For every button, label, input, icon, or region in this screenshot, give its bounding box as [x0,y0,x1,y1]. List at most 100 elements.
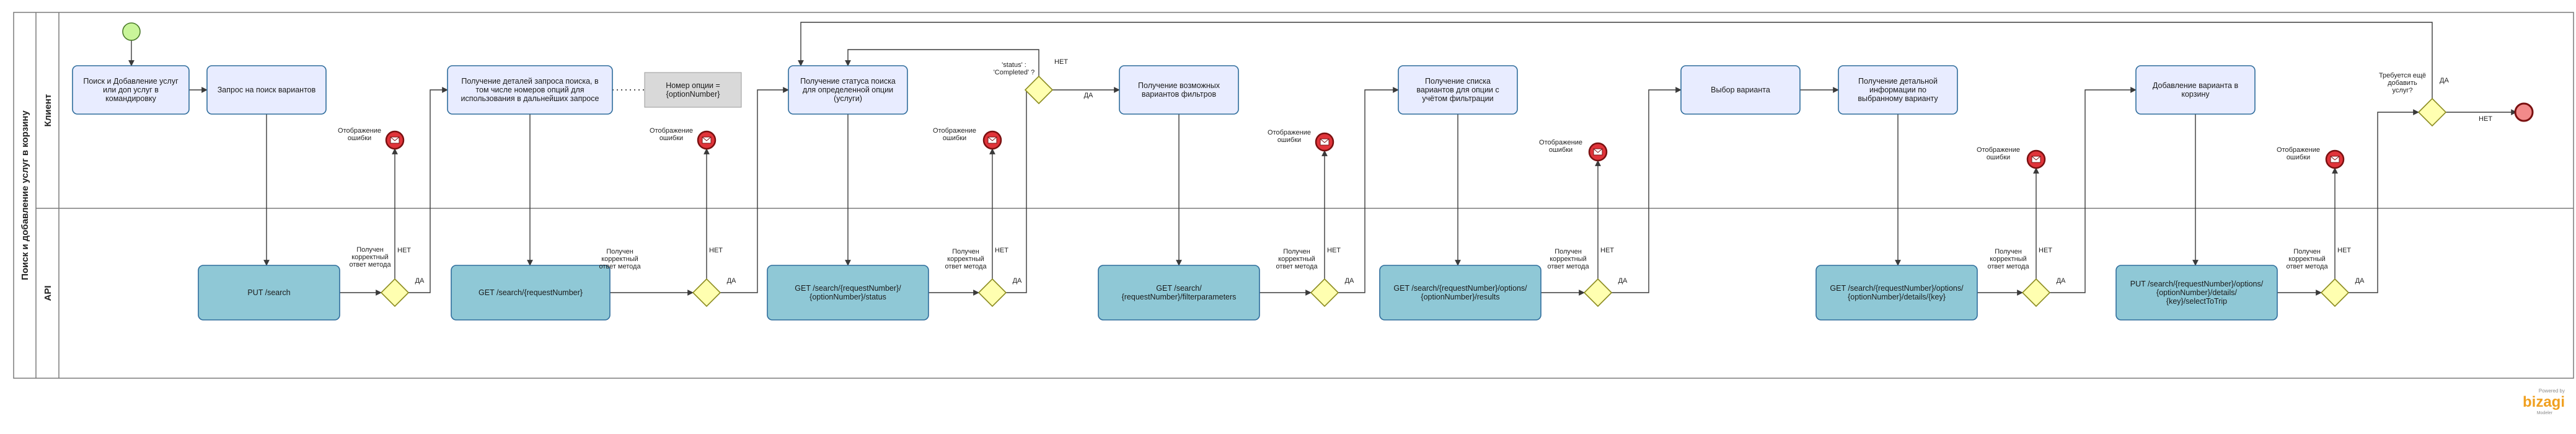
api-task-5-label: GET /search/{requestNumber}/options/ [1393,284,1527,293]
data-object-label: {optionNumber} [666,90,720,99]
api-task-3-shape [767,265,929,321]
add-more-label: услуг? [2393,87,2413,94]
sequence-flow [1338,87,1399,293]
api-check-gateway-7-shape [2320,278,2350,308]
envelope-icon [987,136,997,144]
api-check-gateway-1-shape [380,278,410,308]
gateway-question-label: корректный [1990,255,2027,263]
no-label: НЕТ [1327,247,1341,254]
error-end-event-7 [2325,149,2345,169]
lane-title-client: Клиент [43,94,53,127]
api-task-6-shape [1815,265,1978,321]
error-label: Отображение [338,127,381,135]
api-task-4-label: {requestNumber}/filterparameters [1122,293,1237,301]
envelope-flap-icon [2031,156,2041,161]
client-task-6-label: учётом фильтрации [1422,94,1493,103]
error-end-event-5 [1588,142,1608,162]
gateway-question-label: Получен [1283,248,1310,255]
client-task-6-shape [1398,65,1518,115]
gateway-question-label: ответ метода [349,261,391,268]
api-task-6[interactable]: GET /search/{requestNumber}/options/{opt… [1815,265,1978,321]
client-task-3-label: том числе номеров опций для [475,86,584,94]
sequence-flow [408,87,448,293]
envelope-flap-icon [1593,148,1603,153]
brand-powered: Powered by [2539,388,2565,394]
api-task-7-label: {key}/selectToTrip [2166,297,2227,306]
error-end-event-3 [982,130,1002,150]
client-task-2-shape [206,65,327,115]
gateway-question-label: ответ метода [1547,263,1589,270]
pool-title: Поиск и добавление услуг в корзину [20,110,30,280]
api-check-gateway-6-shape [2021,278,2051,308]
api-task-3-label: {optionNumber}/status [809,293,886,301]
client-task-1-label: командировку [105,94,156,103]
api-check-gateway-3-shape [977,278,1007,308]
error-label: Отображение [933,127,976,135]
client-task-2[interactable]: Запрос на поиск вариантов [206,65,327,115]
api-check-gateway-5 [1583,278,1613,308]
api-task-2[interactable]: GET /search/{requestNumber} [451,265,611,321]
status-gateway-label: 'status' : [1002,61,1026,69]
api-task-3[interactable]: GET /search/{requestNumber}/{optionNumbe… [767,265,929,321]
lane-title-api: API [43,285,53,301]
client-task-7[interactable]: Выбор варианта [1680,65,1801,115]
add-more-gateway [2417,97,2447,127]
api-task-4[interactable]: GET /search/{requestNumber}/filterparame… [1098,265,1260,321]
status-completed-gateway-shape [1024,75,1054,105]
api-check-gateway-3 [977,278,1007,308]
yes-label: ДА [1618,277,1628,285]
client-task-4-label: Получение статуса поиска [800,77,896,86]
api-task-1[interactable]: PUT /search [198,265,340,321]
gateway-question-label: Получен [1555,248,1582,255]
client-task-7-label: Выбор варианта [1711,86,1770,94]
error-end-event-4 [1315,132,1334,152]
envelope-icon [390,136,400,144]
api-task-4-shape [1098,265,1260,321]
api-check-gateway-5-shape [1583,278,1613,308]
client-task-8-label: информации по [1869,86,1926,94]
sequence-flow [1612,87,1682,293]
api-task-7[interactable]: PUT /search/{requestNumber}/options/{opt… [2115,265,2278,321]
gateway-question-label: ответ метода [599,263,641,270]
client-task-8-label: Получение детальной [1858,77,1938,86]
gateway-question-label: корректный [947,255,984,263]
client-task-6-label: Получение списка [1425,77,1491,86]
client-task-4-label: для определенной опции [803,86,893,94]
api-task-5[interactable]: GET /search/{requestNumber}/options/{opt… [1379,265,1542,321]
api-task-1-shape [198,265,340,321]
client-task-4-shape [788,65,908,115]
api-task-1-label: PUT /search [247,288,290,297]
yes-label: ДА [415,277,425,285]
error-label: ошибки [1549,146,1573,154]
end-event-icon [2514,102,2534,122]
client-task-2-label: Запрос на поиск вариантов [218,86,316,94]
add-more-gateway-shape [2417,97,2447,127]
status-gateway-label: 'Completed' ? [994,69,1035,76]
api-task-3-label: GET /search/{requestNumber}/ [795,284,901,293]
gateway-question-label: ответ метода [945,263,987,270]
api-task-5-label: {optionNumber}/results [1421,293,1499,301]
error-end-event-1 [385,130,405,150]
client-task-3-label: Получение деталей запроса поиска, в [461,77,599,86]
client-task-6-label: вариантов для опции с [1416,86,1499,94]
no-label: НЕТ [2337,247,2351,254]
client-task-1-shape [72,65,190,115]
api-task-5-shape [1379,265,1542,321]
envelope-flap-icon [702,136,712,141]
start-event-icon [122,22,141,41]
gateway-question-label: корректный [351,254,389,261]
data-object-label: Номер опции = [666,81,720,90]
sequence-flow [845,49,1039,76]
envelope-flap-icon [2330,156,2340,161]
yes-label: ДА [1084,92,1093,99]
gateway-question-label: Получен [356,246,384,254]
api-task-7-shape [2115,265,2278,321]
